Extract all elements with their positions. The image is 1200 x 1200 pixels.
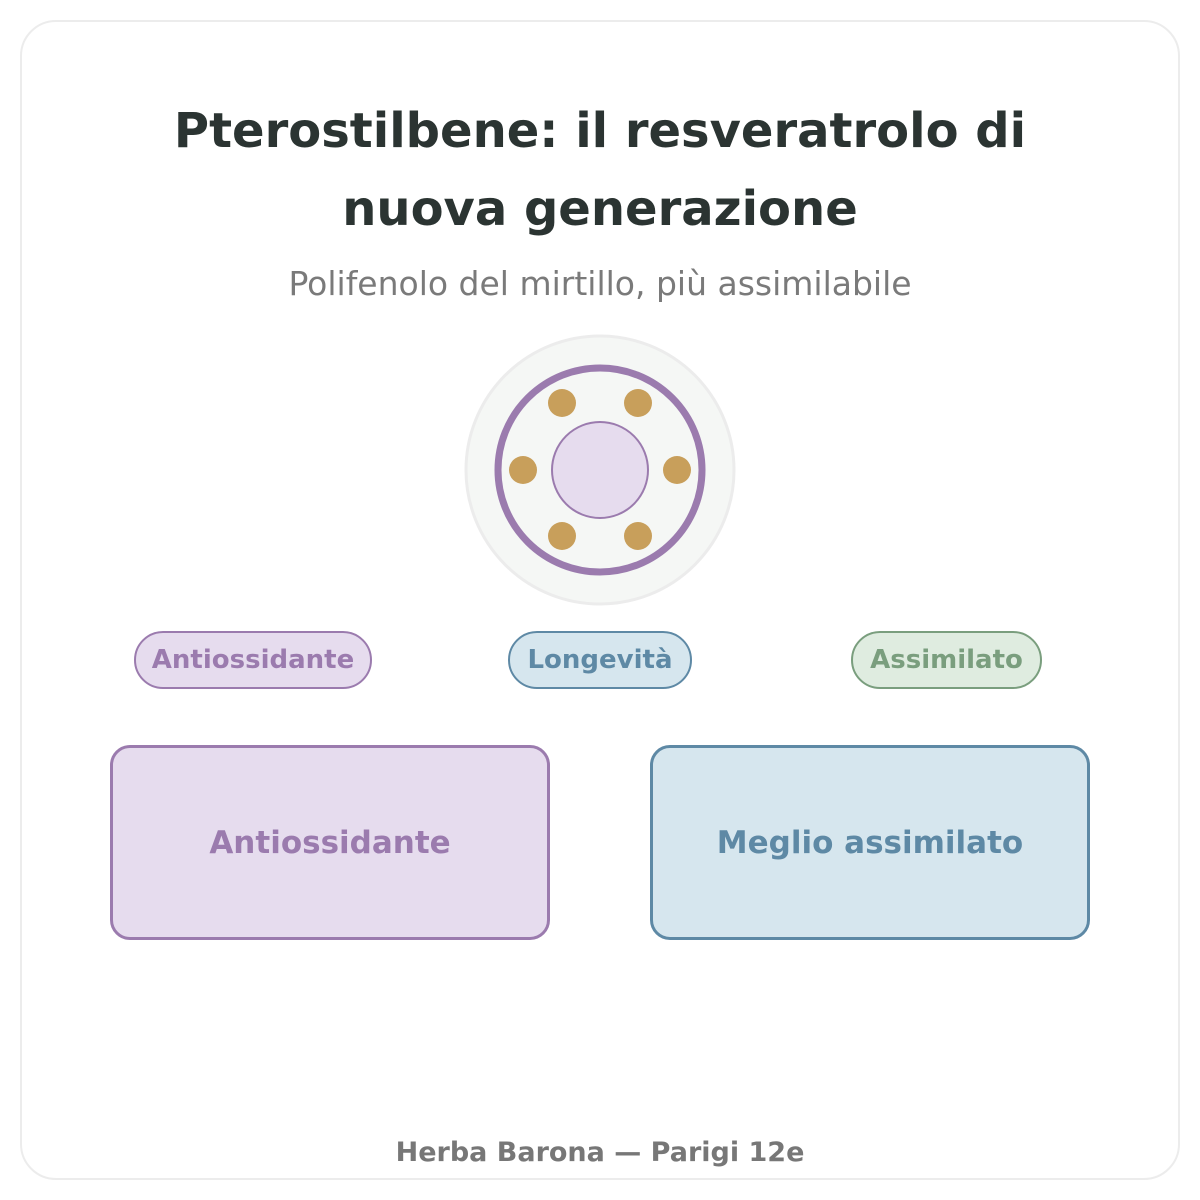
- tag-antiossidante: Antiossidante: [134, 631, 372, 689]
- footer-brand: Herba Barona — Parigi 12e: [395, 1137, 805, 1168]
- page-subtitle: Polifenolo del mirtillo, più assimilabil…: [288, 264, 912, 303]
- tag-assimilato: Assimilato: [851, 631, 1042, 689]
- feature-card-assimilato: Meglio assimilato: [650, 745, 1090, 940]
- feature-card-antiossidante: Antiossidante: [110, 745, 550, 940]
- tag-longevita: Longevità: [508, 631, 692, 689]
- page-title: Pterostilbene: il resveratrolo di nuova …: [173, 103, 1027, 237]
- molecule-ring-icon: [464, 334, 736, 606]
